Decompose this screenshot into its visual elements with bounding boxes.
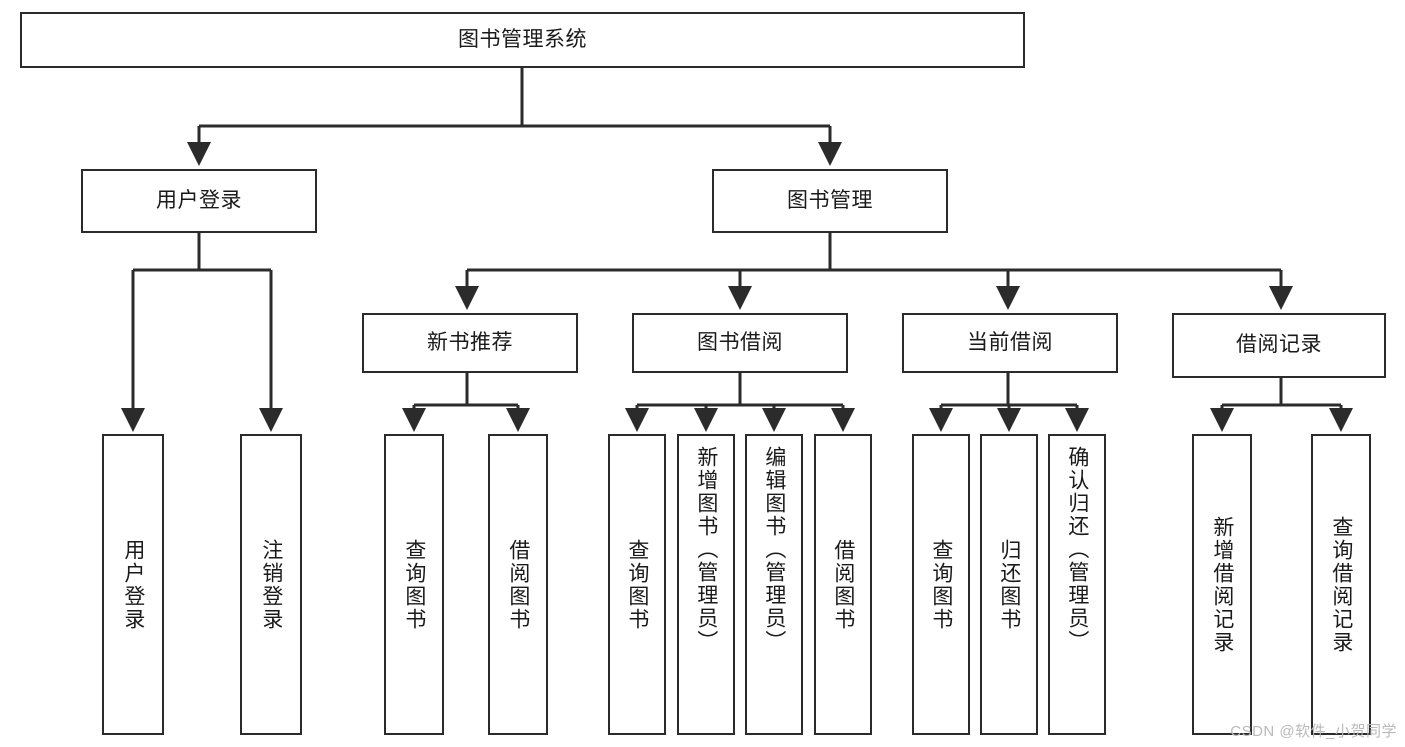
node-book-manage-label: 图书管理 — [787, 188, 873, 212]
node-leaf-return-book[interactable]: 归还图书 — [980, 434, 1038, 735]
node-leaf-confirm-return-admin[interactable]: 确认归还（管理员） — [1048, 434, 1106, 735]
node-leaf-user-login[interactable]: 用户登录 — [102, 434, 164, 735]
node-book-borrow[interactable]: 图书借阅 — [632, 313, 848, 373]
node-leaf-query-book-borrow-label: 查询图书 — [625, 538, 649, 631]
node-root-system-label: 图书管理系统 — [458, 27, 587, 51]
node-leaf-edit-book-admin-label: 编辑图书（管理员） — [762, 446, 786, 653]
node-user-login-label: 用户登录 — [156, 188, 242, 212]
node-borrow-records[interactable]: 借阅记录 — [1172, 313, 1386, 378]
node-leaf-borrow-book-recommend-label: 借阅图书 — [506, 538, 530, 631]
node-leaf-return-book-label: 归还图书 — [997, 538, 1021, 631]
node-borrow-records-label: 借阅记录 — [1236, 333, 1322, 357]
node-leaf-add-book-admin-label: 新增图书（管理员） — [694, 446, 718, 653]
node-leaf-borrow-book-label: 借阅图书 — [831, 538, 855, 631]
node-leaf-query-book-borrow[interactable]: 查询图书 — [608, 434, 666, 735]
node-leaf-query-borrow-record[interactable]: 查询借阅记录 — [1311, 434, 1371, 735]
node-leaf-query-book-recommend[interactable]: 查询图书 — [384, 434, 444, 735]
node-leaf-confirm-return-admin-label: 确认归还（管理员） — [1065, 446, 1089, 653]
node-leaf-edit-book-admin[interactable]: 编辑图书（管理员） — [745, 434, 803, 735]
node-leaf-logout[interactable]: 注销登录 — [240, 434, 302, 735]
node-root-system[interactable]: 图书管理系统 — [20, 12, 1025, 68]
node-leaf-add-borrow-record-label: 新增借阅记录 — [1210, 515, 1234, 654]
node-leaf-borrow-book[interactable]: 借阅图书 — [814, 434, 872, 735]
node-leaf-query-borrow-record-label: 查询借阅记录 — [1329, 515, 1353, 654]
node-current-borrow-label: 当前借阅 — [967, 330, 1053, 354]
node-book-manage[interactable]: 图书管理 — [712, 169, 948, 233]
node-leaf-logout-label: 注销登录 — [259, 538, 283, 631]
node-user-login[interactable]: 用户登录 — [81, 169, 317, 233]
node-new-book-recommend[interactable]: 新书推荐 — [362, 313, 578, 373]
node-new-book-recommend-label: 新书推荐 — [427, 330, 513, 354]
node-leaf-query-book-current[interactable]: 查询图书 — [912, 434, 970, 735]
node-leaf-user-login-label: 用户登录 — [121, 538, 145, 631]
node-leaf-query-book-recommend-label: 查询图书 — [402, 538, 426, 631]
node-current-borrow[interactable]: 当前借阅 — [902, 313, 1118, 373]
node-leaf-add-book-admin[interactable]: 新增图书（管理员） — [677, 434, 735, 735]
node-book-borrow-label: 图书借阅 — [697, 330, 783, 354]
node-leaf-query-book-current-label: 查询图书 — [929, 538, 953, 631]
node-leaf-add-borrow-record[interactable]: 新增借阅记录 — [1192, 434, 1252, 735]
node-leaf-borrow-book-recommend[interactable]: 借阅图书 — [488, 434, 548, 735]
